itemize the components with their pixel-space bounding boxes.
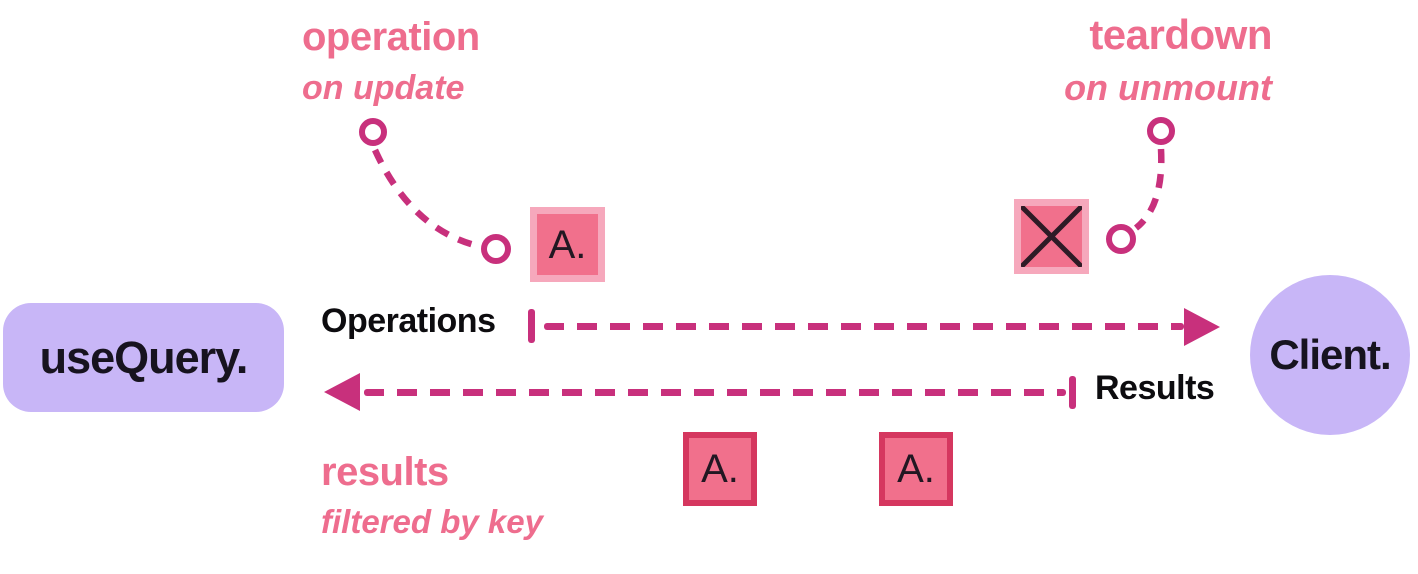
operations-arrow-start-tick — [528, 309, 535, 343]
teardown-connector-end-circle — [1106, 224, 1136, 254]
annotation-teardown: teardown on unmount — [1064, 14, 1272, 106]
operations-arrowhead-icon — [1184, 308, 1220, 346]
annotation-operation: operation on update — [302, 17, 480, 105]
operation-connector-path — [372, 148, 479, 250]
operations-flow-label: Operations — [321, 302, 496, 340]
teardown-connector-path — [1133, 148, 1165, 231]
annotation-operation-title: operation — [302, 15, 480, 59]
teardown-connector-start-circle — [1147, 117, 1175, 145]
operation-connector-end-circle — [481, 234, 511, 264]
results-arrow-dashed-line — [364, 389, 1066, 396]
packet-result-2-label: A. — [897, 447, 935, 491]
x-icon — [1021, 206, 1082, 267]
annotation-results-subtitle: filtered by key — [321, 503, 543, 540]
node-client: Client. — [1250, 275, 1410, 435]
results-arrow-start-tick — [1069, 376, 1076, 409]
annotation-results-title: results — [321, 450, 449, 494]
annotation-teardown-subtitle: on unmount — [1064, 67, 1272, 108]
annotation-results: results filtered by key — [321, 452, 543, 538]
results-flow-label: Results — [1095, 369, 1215, 407]
packet-result-1: A. — [683, 432, 757, 506]
packet-teardown-cancelled — [1014, 199, 1089, 274]
node-usequery-label: useQuery. — [39, 331, 249, 383]
operation-connector-start-circle — [359, 118, 387, 146]
packet-result-1-label: A. — [701, 447, 739, 491]
results-arrowhead-icon — [324, 373, 360, 411]
node-client-label: Client. — [1269, 331, 1391, 378]
node-usequery: useQuery. — [3, 303, 284, 412]
packet-operation-label: A. — [548, 222, 587, 267]
operations-arrow-dashed-line — [544, 323, 1184, 330]
packet-result-2: A. — [879, 432, 953, 506]
annotation-teardown-title: teardown — [1089, 11, 1272, 58]
packet-operation: A. — [530, 207, 605, 282]
annotation-operation-subtitle: on update — [302, 69, 465, 107]
